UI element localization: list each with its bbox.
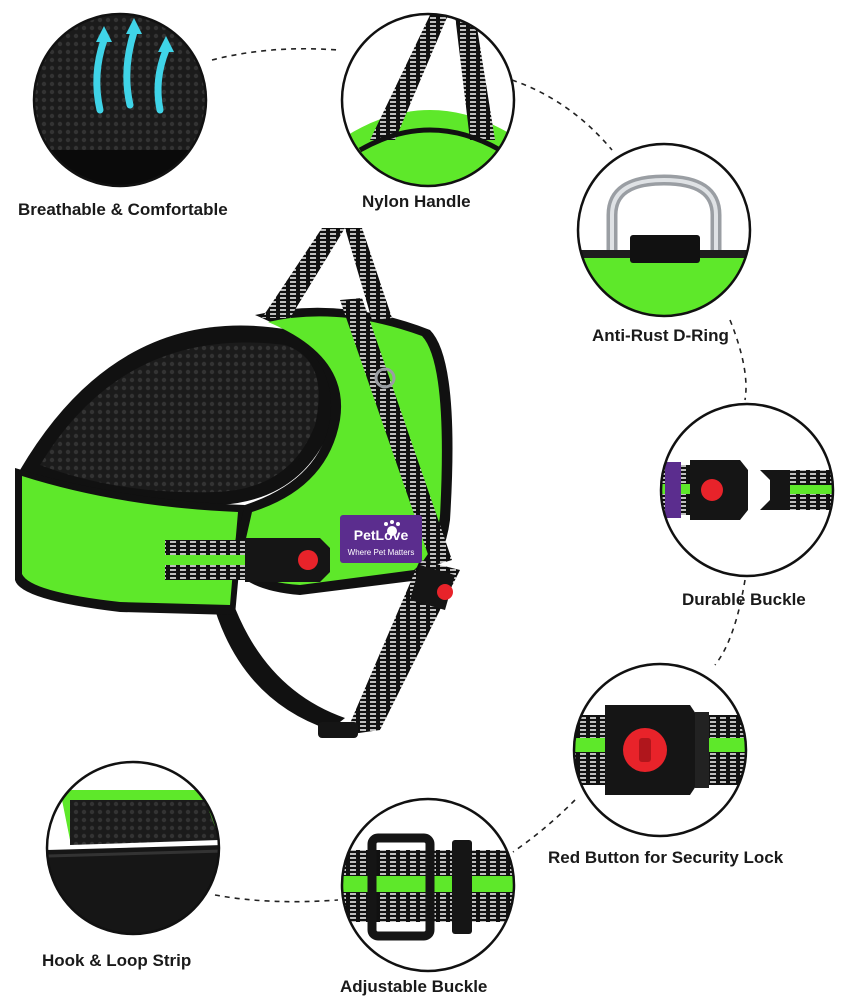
label-nylon-handle: Nylon Handle bbox=[362, 192, 471, 211]
breathable-mesh-icon bbox=[32, 12, 208, 188]
d-ring-icon bbox=[576, 142, 752, 318]
brand-badge: PetLove Where Pet Matters bbox=[340, 515, 422, 563]
label-durable-buckle: Durable Buckle bbox=[682, 590, 806, 609]
label-adjustable-buckle: Adjustable Buckle bbox=[340, 977, 488, 996]
hook-loop-icon bbox=[45, 760, 221, 936]
dashed-connectors bbox=[211, 47, 747, 903]
harness-illustration bbox=[15, 228, 460, 738]
label-hook-loop: Hook & Loop Strip bbox=[42, 951, 192, 970]
adjustable-buckle-icon bbox=[340, 797, 516, 973]
security-lock-icon bbox=[572, 662, 748, 838]
label-security-lock: Red Button for Security Lock bbox=[548, 848, 784, 867]
nylon-handle-icon bbox=[340, 12, 516, 188]
label-breathable: Breathable & Comfortable bbox=[18, 200, 228, 219]
brand-name: PetLove bbox=[354, 527, 409, 543]
buckle-icon bbox=[659, 402, 835, 578]
label-d-ring: Anti-Rust D-Ring bbox=[592, 326, 729, 345]
brand-tagline: Where Pet Matters bbox=[348, 548, 415, 557]
